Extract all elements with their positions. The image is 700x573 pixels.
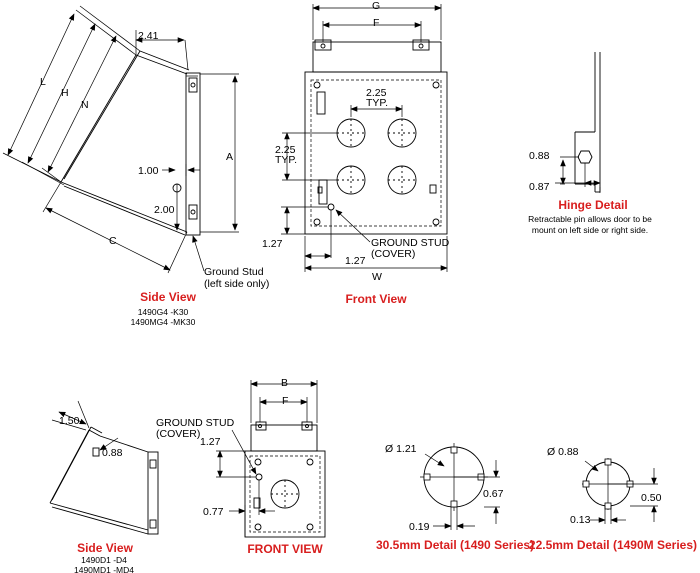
dim-A: A — [226, 151, 233, 163]
detail22-dim-v: 0.50 — [641, 492, 662, 504]
top-side-view: L H N 2.41 A C 1.00 2.00 Ground Stud (le… — [2, 5, 269, 327]
dim-G: G — [372, 0, 380, 12]
hinge-detail: 0.88 0.87 Hinge Detail Retractable pin a… — [528, 52, 652, 235]
hinge-detail-shape — [574, 52, 601, 193]
detail30-dia: Ø 1.21 — [385, 443, 417, 455]
dim-F: F — [373, 17, 379, 29]
dim-1-00: 1.00 — [138, 165, 159, 177]
bottom-side-view: 1.50 0.88 Side View 1490D1 -D4 1490MD1 -… — [49, 400, 159, 573]
bottom-dim-1-27: 1.27 — [200, 436, 221, 448]
bottom-ground-stud-2: (COVER) — [156, 428, 200, 440]
detail30-dim-v: 0.67 — [483, 488, 504, 500]
dim-typ-h-typ: TYP. — [366, 97, 388, 109]
dim-typ-h-val: 2.25 — [366, 87, 387, 99]
bottom-ground-stud-1: GROUND STUD — [156, 417, 235, 429]
dim-L: L — [40, 76, 46, 88]
ground-stud-callout-1: Ground Stud — [204, 266, 264, 278]
hinge-note-1: Retractable pin allows door to be — [528, 214, 652, 224]
dim-W: W — [372, 271, 382, 283]
front-view-title: Front View — [345, 292, 407, 306]
bottom-dim-0-77: 0.77 — [203, 506, 224, 518]
front-ground-stud-2: (COVER) — [371, 248, 415, 260]
detail-30mm: Ø 1.21 0.67 0.19 30.5mm Detail (1490 Ser… — [376, 443, 534, 552]
bottom-side-dim-1-50: 1.50 — [59, 415, 80, 427]
bottom-side-model-2: 1490MD1 -MD4 — [74, 565, 134, 573]
detail30-title: 30.5mm Detail (1490 Series) — [376, 538, 534, 552]
side-view-model-2: 1490MG4 -MK30 — [131, 317, 196, 327]
dim-1-27-horiz: 1.27 — [345, 255, 366, 267]
front-view-enclosure — [304, 39, 448, 235]
bottom-side-model-1: 1490D1 -D4 — [81, 555, 127, 565]
side-view-model-1: 1490G4 -K30 — [138, 307, 189, 317]
front-ground-stud-1: GROUND STUD — [371, 237, 450, 249]
hinge-detail-title: Hinge Detail — [558, 198, 627, 212]
top-front-view: G F 2.25 TYP. 2.25 TYP. 1.27 1.27 W GRO — [262, 0, 450, 306]
bottom-side-enclosure — [49, 426, 159, 535]
detail22-dia: Ø 0.88 — [547, 446, 579, 458]
hinge-dim-0-87: 0.87 — [529, 181, 550, 193]
hinge-note-2: mount on left side or right side. — [532, 225, 648, 235]
detail30-dim-h: 0.19 — [409, 521, 430, 533]
bottom-front-enclosure — [244, 421, 326, 538]
side-view-title: Side View — [140, 290, 196, 304]
bottom-dim-F: F — [282, 395, 288, 407]
bottom-side-dim-0-88: 0.88 — [102, 447, 123, 459]
dim-typ-v-val: 2.25 — [275, 144, 296, 156]
dim-H: H — [61, 87, 69, 99]
bottom-front-view-title: FRONT VIEW — [247, 542, 323, 556]
side-view-enclosure-body — [60, 50, 201, 236]
detail-22mm: Ø 0.88 0.50 0.13 22.5mm Detail (1490M Se… — [529, 446, 697, 552]
detail22-dim-h: 0.13 — [570, 514, 591, 526]
hinge-dim-0-88: 0.88 — [529, 150, 550, 162]
ground-stud-callout-2: (left side only) — [204, 278, 269, 290]
dim-1-27-vert: 1.27 — [262, 238, 283, 250]
dim-C: C — [109, 235, 117, 247]
dim-typ-v-typ: TYP. — [275, 154, 297, 166]
bottom-front-view: B F 1.27 0.77 GROUND STUD (COVER) FRONT … — [156, 377, 326, 556]
bottom-dim-B: B — [281, 377, 288, 389]
dim-N: N — [81, 99, 89, 111]
dim-2-00: 2.00 — [154, 204, 175, 216]
detail22-title: 22.5mm Detail (1490M Series) — [529, 538, 697, 552]
bottom-side-view-title: Side View — [77, 541, 133, 555]
dim-2-41: 2.41 — [138, 30, 159, 42]
